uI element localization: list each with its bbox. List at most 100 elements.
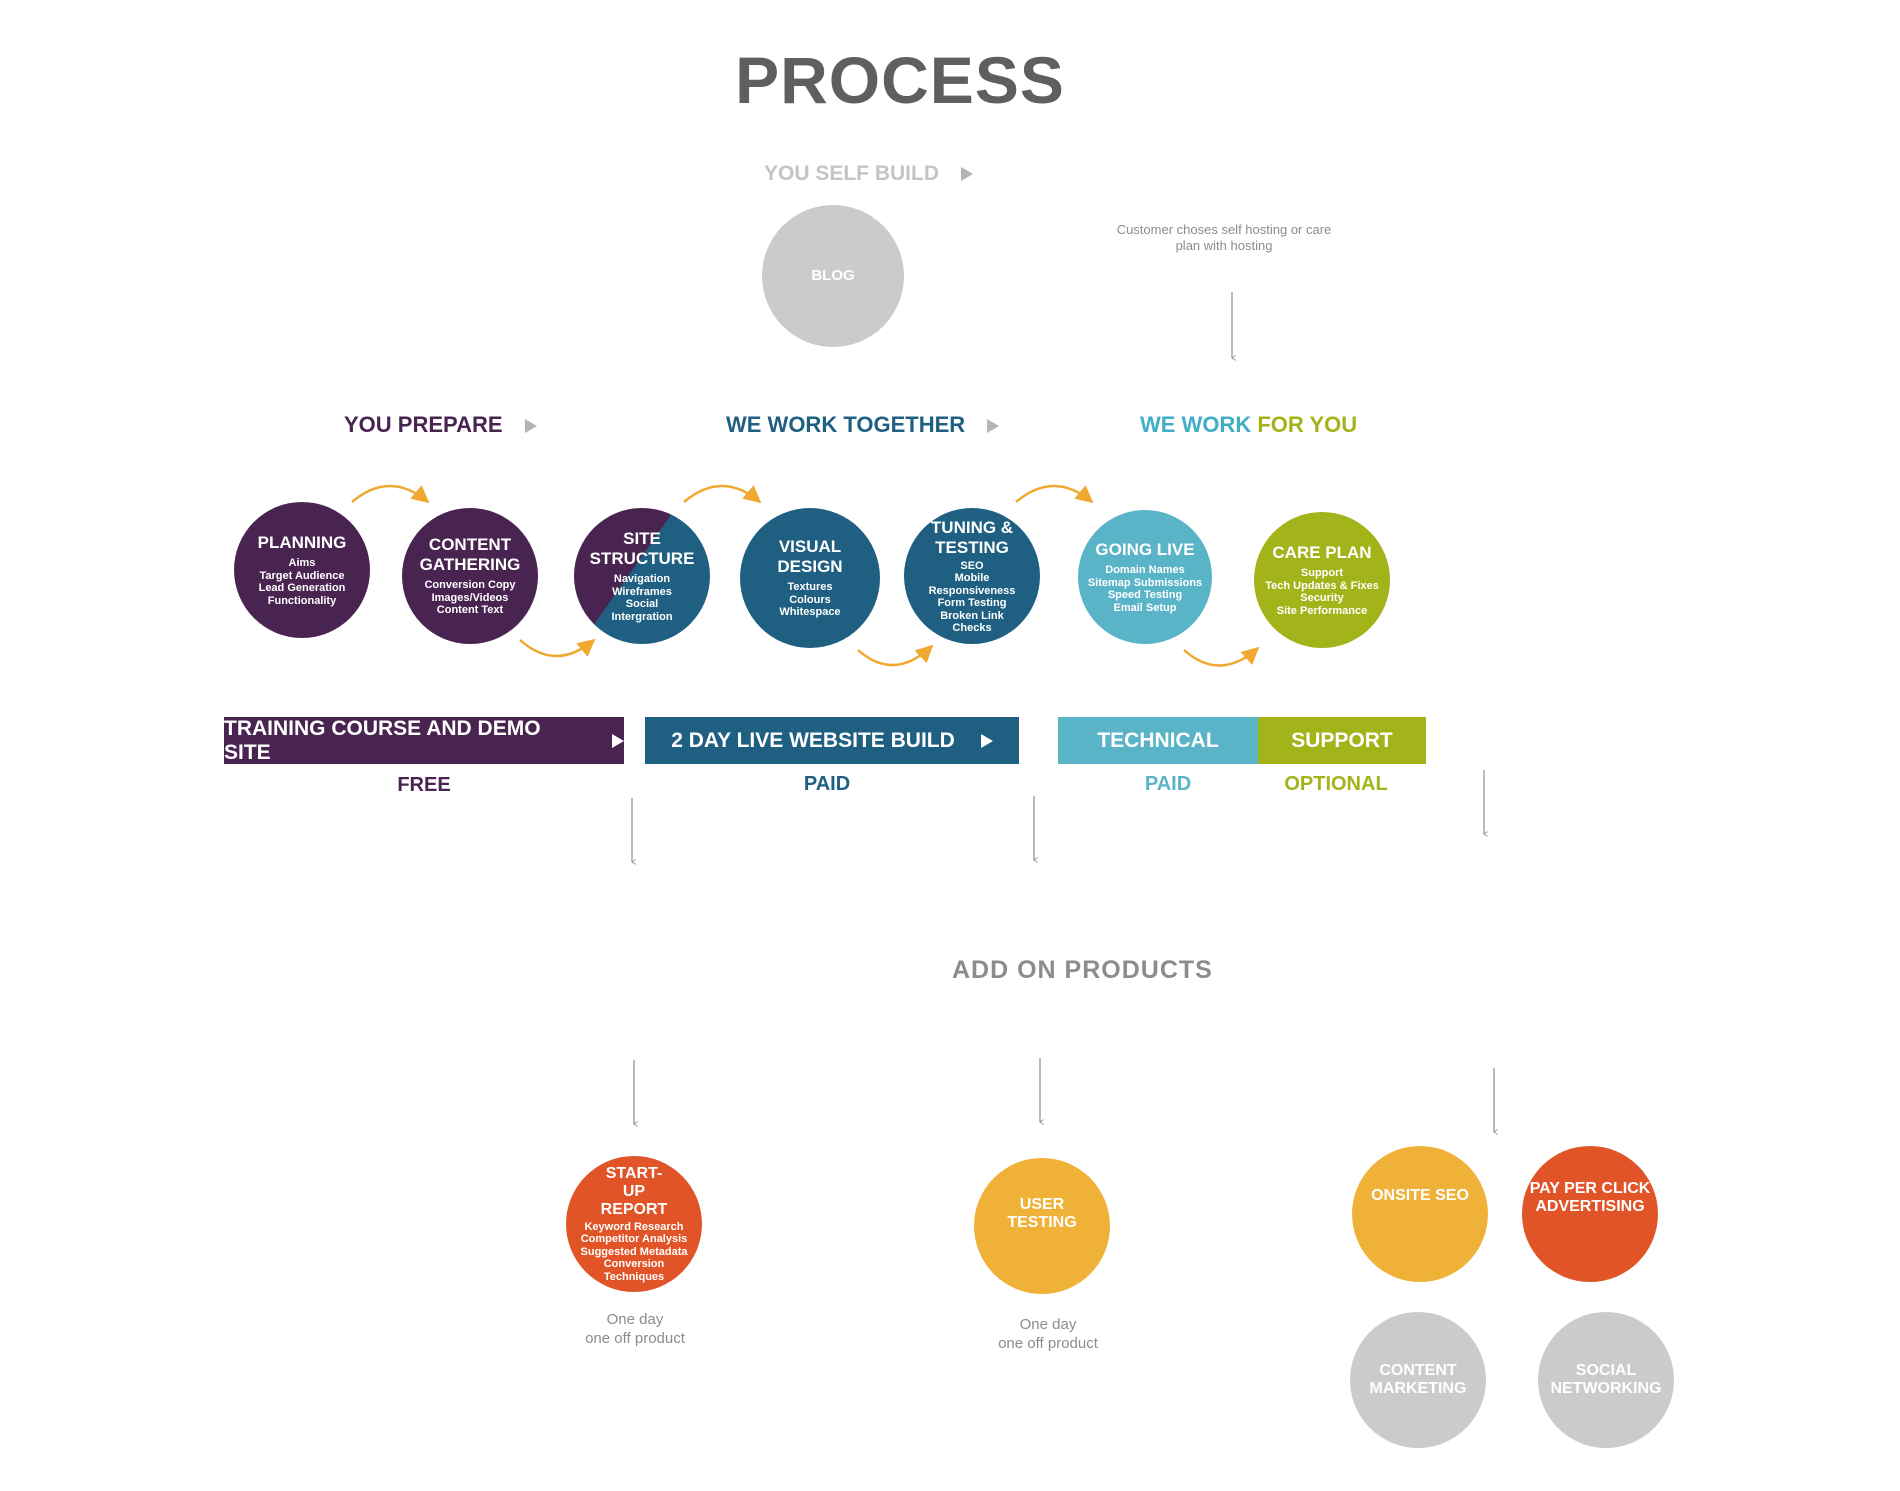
addon-title: ONSITE SEO: [1371, 1187, 1469, 1204]
detail: Social Intergration: [611, 598, 673, 623]
detail: Keyword Research: [584, 1220, 684, 1233]
play-arrow-icon: [524, 419, 537, 434]
detail: Wireframes: [612, 585, 672, 598]
note-line: One day: [1019, 1316, 1077, 1333]
note-line: One day: [606, 1311, 664, 1328]
addon-user-testing: USER TESTING: [974, 1158, 1110, 1294]
flow-arrow: [683, 484, 762, 504]
step-title: CONTENT GATHERING: [419, 535, 521, 575]
step-content-gathering: CONTENT GATHERING Conversion Copy Images…: [402, 508, 538, 644]
blog-circle: BLOG: [762, 205, 904, 347]
detail: Images/Videos: [431, 591, 509, 604]
training-course-bar: TRAINING COURSE AND DEMO SITE: [224, 717, 624, 764]
detail: Navigation: [613, 573, 671, 585]
addons-heading: ADD ON PRODUCTS: [952, 956, 1213, 984]
step-details: Aims Target Audience Lead Generation Fun…: [259, 557, 346, 607]
detail: Security: [1300, 592, 1344, 604]
step-details: Support Tech Updates & Fixes Security Si…: [1265, 567, 1379, 617]
detail: Target Audience: [259, 569, 345, 582]
note-line: one off product: [585, 1330, 685, 1347]
training-price: FREE: [397, 774, 451, 796]
play-arrow-icon: [612, 733, 624, 748]
play-arrow-icon: [980, 733, 993, 748]
detail: Techniques: [603, 1270, 665, 1283]
detail: Textures: [787, 581, 833, 594]
blog-label: BLOG: [811, 267, 855, 284]
stage-label: YOU PREPARE: [344, 412, 503, 437]
bar-label: TECHNICAL: [1097, 728, 1219, 752]
step-details: SEO Mobile Responsiveness Form Testing B…: [920, 560, 1024, 635]
technical-bar: TECHNICAL: [1058, 717, 1258, 764]
page-title: PROCESS: [735, 43, 1065, 117]
support-bar: SUPPORT: [1258, 717, 1426, 764]
addon-onsite-seo: ONSITE SEO: [1352, 1146, 1488, 1282]
stage-we-work-for-you: WE WORK FOR YOU: [1140, 412, 1357, 438]
addon-title: CONTENT MARKETING: [1369, 1362, 1467, 1397]
self-build-text: YOU SELF BUILD: [764, 162, 940, 185]
hosting-note: Customer choses self hosting or care pla…: [1116, 222, 1332, 253]
addon-title: PAY PER CLICK ADVERTISING: [1529, 1180, 1651, 1215]
step-details: Domain Names Sitemap Submissions Speed T…: [1088, 564, 1202, 614]
flow-arrow: [1015, 484, 1094, 504]
step-title: CARE PLAN: [1272, 543, 1372, 562]
note-line: one off product: [998, 1335, 1098, 1352]
detail: Functionality: [267, 594, 337, 607]
detail: Mobile Responsiveness: [928, 572, 1016, 597]
detail: Colours: [789, 593, 831, 606]
step-tuning-testing: TUNING & TESTING SEO Mobile Responsivene…: [904, 508, 1040, 644]
step-title: PLANNING: [257, 533, 347, 552]
step-going-live: GOING LIVE Domain Names Sitemap Submissi…: [1078, 510, 1212, 644]
detail: Content Text: [436, 604, 504, 617]
detail: Speed Testing: [1107, 589, 1183, 601]
live-build-bar: 2 DAY LIVE WEBSITE BUILD: [645, 717, 1019, 764]
step-details: Navigation Wireframes Social Intergratio…: [594, 573, 690, 623]
stage-we-work-together: WE WORK TOGETHER: [726, 412, 1000, 438]
addon-details: Keyword Research Competitor Analysis Sug…: [581, 1221, 688, 1284]
stage-you-prepare: YOU PREPARE: [344, 412, 537, 438]
flow-arrow: [1183, 646, 1260, 667]
flow-arrow: [519, 638, 596, 658]
step-visual-design: VISUAL DESIGN Textures Colours Whitespac…: [740, 508, 880, 648]
live-build-price: PAID: [803, 773, 851, 795]
addon-title: USER TESTING: [1007, 1196, 1077, 1231]
startup-note: One day one off product: [560, 1310, 710, 1348]
detail: Form Testing: [937, 597, 1007, 609]
detail: Competitor Analysis: [580, 1233, 688, 1246]
addon-social-networking: SOCIAL NETWORKING: [1538, 1312, 1674, 1448]
detail: Whitespace: [779, 606, 841, 619]
addon-title: START-UP REPORT: [600, 1164, 668, 1218]
step-site-structure: SITE STRUCTURE Navigation Wireframes Soc…: [574, 508, 710, 644]
step-planning: PLANNING Aims Target Audience Lead Gener…: [234, 502, 370, 638]
addon-pay-per-click: PAY PER CLICK ADVERTISING: [1522, 1146, 1658, 1282]
detail: SEO: [960, 559, 984, 572]
detail: Aims: [288, 557, 316, 569]
step-details: Conversion Copy Images/Videos Content Te…: [424, 579, 515, 617]
detail: Site Performance: [1276, 604, 1368, 617]
bar-label: TRAINING COURSE AND DEMO SITE: [224, 716, 541, 764]
detail: Broken Link Checks: [940, 609, 1004, 635]
step-title: VISUAL DESIGN: [777, 537, 843, 577]
bar-label: SUPPORT: [1291, 728, 1393, 752]
play-arrow-icon: [987, 419, 1000, 434]
technical-price: PAID: [1144, 773, 1192, 795]
user-testing-note: One day one off product: [968, 1315, 1128, 1353]
step-details: Textures Colours Whitespace: [779, 581, 840, 619]
addon-title: SOCIAL NETWORKING: [1550, 1362, 1662, 1397]
step-title: SITE STRUCTURE: [589, 529, 695, 568]
play-arrow-icon: [961, 167, 974, 182]
step-care-plan: CARE PLAN Support Tech Updates & Fixes S…: [1254, 512, 1390, 648]
detail: Conversion: [603, 1258, 665, 1271]
stage-label: WE WORK TOGETHER: [726, 412, 966, 437]
step-title: GOING LIVE: [1095, 540, 1195, 559]
addon-content-marketing: CONTENT MARKETING: [1350, 1312, 1486, 1448]
step-title: TUNING & TESTING: [930, 517, 1014, 557]
flow-arrow: [351, 484, 430, 504]
stage-label: WE WORK: [1140, 412, 1258, 437]
stage-label-accent: FOR YOU: [1257, 412, 1358, 437]
detail: Support: [1300, 567, 1344, 579]
bar-label: 2 DAY LIVE WEBSITE BUILD: [671, 728, 955, 752]
support-price: OPTIONAL: [1284, 773, 1388, 795]
detail: Domain Names: [1105, 564, 1185, 576]
detail: Sitemap Submissions: [1087, 576, 1203, 589]
